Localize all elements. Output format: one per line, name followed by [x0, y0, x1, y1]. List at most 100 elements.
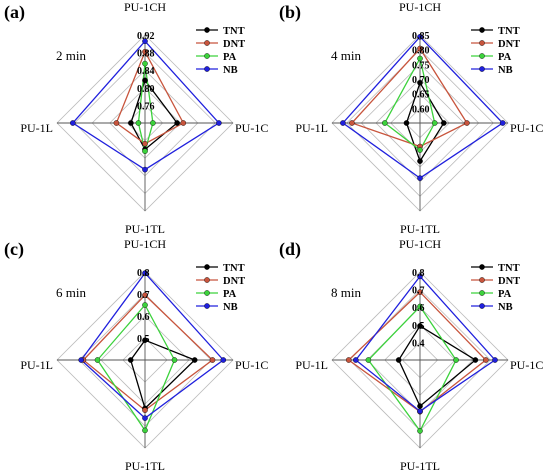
point-pa-ch	[417, 55, 423, 62]
axis-label-c: PU-1C	[510, 358, 543, 372]
legend-marker-dnt	[479, 40, 485, 46]
point-nb-l	[353, 357, 359, 363]
legend-marker-tnt	[479, 264, 485, 270]
point-pa-l	[382, 120, 388, 126]
legend-marker-pa	[479, 290, 485, 296]
point-dnt-ch	[142, 292, 148, 298]
axis-label-c: PU-1C	[510, 121, 543, 135]
tick-label: 0.88	[137, 49, 155, 60]
point-pa-c	[453, 357, 459, 363]
panel-label: (b)	[279, 2, 301, 23]
legend-label-dnt: DNT	[498, 39, 520, 50]
legend-label-nb: NB	[223, 302, 238, 313]
legend-label-nb: NB	[498, 65, 513, 76]
legend-marker-nb	[204, 303, 210, 309]
time-label: 4 min	[331, 48, 361, 63]
point-nb-ch	[417, 34, 423, 40]
point-tnt-l	[127, 357, 134, 363]
point-nb-ch	[417, 273, 423, 280]
legend-label-tnt: TNT	[498, 263, 520, 274]
legend-marker-dnt	[204, 40, 210, 46]
point-tnt-ch	[142, 77, 148, 84]
radar-panel-b: 0.600.650.700.750.800.85PU-1CHPU-1CPU-1T…	[279, 0, 543, 236]
tick-label: 0.80	[137, 84, 155, 95]
point-pa-tl	[142, 148, 148, 154]
time-label: 6 min	[56, 285, 86, 300]
time-label: 2 min	[56, 48, 86, 63]
axis-label-ch: PU-1CH	[124, 237, 166, 251]
point-tnt-l	[395, 357, 402, 363]
axis-label-tl: PU-1TL	[125, 459, 165, 473]
axis-label-c: PU-1C	[235, 121, 268, 135]
axis-label-ch: PU-1CH	[124, 0, 166, 14]
legend-label-nb: NB	[223, 65, 238, 76]
tick-label: 0.85	[412, 31, 430, 42]
point-pa-ch	[142, 60, 148, 67]
legend-marker-nb	[479, 66, 485, 72]
axis-label-tl: PU-1TL	[125, 222, 165, 236]
axis-label-tl: PU-1TL	[400, 222, 440, 236]
point-dnt-c	[482, 357, 489, 363]
tick-label: 0.60	[412, 104, 430, 115]
tick-label: 0.5	[412, 321, 425, 332]
point-nb-tl	[142, 166, 148, 173]
point-nb-c	[216, 120, 222, 126]
point-dnt-c	[464, 120, 470, 126]
legend-marker-tnt	[204, 264, 210, 270]
legend-marker-pa	[204, 53, 210, 59]
point-tnt-c	[440, 120, 447, 126]
tick-label: 0.6	[412, 303, 425, 314]
point-tnt-l	[128, 120, 134, 126]
point-tnt-tl	[417, 158, 423, 164]
point-dnt-ch	[142, 48, 148, 55]
legend-label-dnt: DNT	[223, 39, 245, 50]
point-nb-ch	[142, 38, 148, 45]
radar-panel-a: 0.760.800.840.880.92PU-1CHPU-1CPU-1TLPU-…	[4, 0, 268, 236]
point-pa-tl	[417, 428, 423, 434]
tick-label: 0.6	[137, 312, 150, 323]
legend-label-pa: PA	[498, 289, 512, 300]
legend-label-pa: PA	[223, 289, 237, 300]
point-dnt-tl	[142, 407, 148, 413]
axis-label-l: PU-1L	[20, 358, 53, 372]
legend-label-tnt: TNT	[223, 263, 245, 274]
point-tnt-ch	[417, 323, 423, 329]
legend-label-tnt: TNT	[223, 26, 245, 37]
axis-label-ch: PU-1CH	[399, 237, 441, 251]
point-dnt-l	[349, 120, 355, 126]
point-tnt-ch	[142, 337, 148, 343]
axis-label-l: PU-1L	[20, 121, 53, 135]
point-pa-c	[171, 357, 178, 363]
point-dnt-ch	[417, 289, 423, 295]
axis-label-l: PU-1L	[295, 121, 328, 135]
legend-label-pa: PA	[498, 52, 512, 63]
point-pa-c	[150, 120, 156, 126]
legend-label-nb: NB	[498, 302, 513, 313]
tick-label: 0.92	[137, 31, 155, 42]
point-nb-l	[340, 120, 346, 126]
tick-label: 0.80	[412, 46, 430, 57]
point-nb-c	[492, 357, 498, 363]
point-dnt-c	[180, 120, 187, 126]
axis-label-c: PU-1C	[235, 358, 268, 372]
point-pa-ch	[417, 303, 423, 310]
time-label: 8 min	[331, 285, 361, 300]
tick-label: 0.70	[412, 75, 430, 86]
axis-label-tl: PU-1TL	[400, 459, 440, 473]
legend-marker-pa	[479, 53, 485, 59]
tick-label: 0.5	[137, 334, 150, 345]
point-nb-tl	[417, 175, 423, 181]
point-tnt-c	[191, 357, 198, 363]
legend-marker-tnt	[479, 27, 485, 33]
legend-label-dnt: DNT	[498, 276, 520, 287]
legend-marker-tnt	[204, 27, 210, 33]
axis-label-l: PU-1L	[295, 358, 328, 372]
legend-marker-dnt	[204, 277, 210, 283]
point-tnt-c	[472, 357, 479, 363]
legend-marker-dnt	[479, 277, 485, 283]
tick-label: 0.8	[137, 268, 150, 279]
point-pa-ch	[142, 302, 148, 308]
point-pa-tl	[417, 147, 423, 153]
